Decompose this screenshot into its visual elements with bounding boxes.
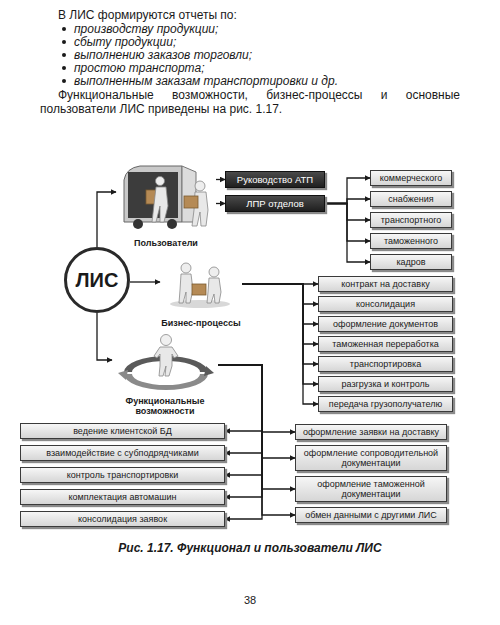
department-box: снабжения (370, 191, 452, 207)
body-text: В ЛИС формируются отчеты по: (58, 8, 478, 22)
node-text: оформление таможенной документации (300, 479, 442, 499)
connector-arrow (218, 365, 262, 431)
connector-arrow (97, 192, 116, 247)
function-picture: Функциональные возможности (112, 330, 218, 416)
page-number: 38 (0, 593, 500, 607)
node-text: Функциональные возможности (112, 396, 218, 416)
connector-arrow (97, 313, 112, 360)
role-box: Руководство АТП (225, 171, 325, 188)
node-text: ЛИС (76, 269, 119, 292)
node-text: консолидация заявок (25, 514, 220, 524)
connector-arrow (242, 284, 318, 404)
node-text: оформление заявки на доставку (300, 427, 442, 437)
node-text: кадров (375, 257, 447, 267)
function-box: консолидация заявок (20, 511, 225, 527)
function-box: контроль транспортировки (20, 467, 225, 483)
department-box: транспортного (370, 212, 452, 228)
body-text: Функциональные возможности, бизнес-проце… (40, 88, 460, 116)
list-item: выполнению заказов торговли; (74, 48, 474, 62)
connector-arrow (242, 284, 318, 384)
list-item: простою транспорта; (74, 61, 474, 75)
list-item: сбыту продукции; (74, 35, 474, 49)
function-box: оформление заявки на доставку (295, 424, 447, 440)
node-text: таможенная переработка (323, 339, 448, 349)
system-circle: ЛИС (64, 247, 130, 313)
connector-arrow (130, 281, 160, 282)
node-text: Бизнес-процессы (161, 318, 240, 328)
figure-caption: Рис. 1.17. Функционал и пользователи ЛИС (0, 541, 500, 555)
function-box: комплектация автомашин (20, 489, 225, 505)
connector-arrow (218, 365, 295, 432)
connector-arrow (242, 284, 318, 344)
connector-arrow (325, 204, 370, 263)
process-box: оформление документов (318, 316, 453, 332)
process-box: транспортировка (318, 356, 453, 372)
node-text: взаимодействие с субподрядчиками (25, 448, 220, 458)
node-text: ведение клиентской БД (25, 426, 220, 436)
connector-arrow (242, 284, 318, 364)
van-illustration (124, 166, 208, 229)
connector-arrow (242, 284, 318, 304)
connector-arrow (216, 203, 225, 204)
connector-arrow (218, 365, 295, 489)
connector-arrow (325, 178, 370, 204)
node-text: комплектация автомашин (25, 492, 220, 502)
function-box: взаимодействие с субподрядчиками (20, 445, 225, 461)
list-item: выполненным заказам транспортировки и др… (74, 74, 474, 88)
role-box: ЛПР отделов (225, 195, 325, 212)
department-box: кадров (370, 254, 452, 270)
node-text: таможенного (375, 236, 447, 246)
bullet-dots (62, 27, 66, 83)
function-box: оформление сопроводительной документации (295, 445, 447, 471)
function-box: ведение клиентской БД (20, 423, 225, 439)
node-text: обмен данными с другими ЛИС (300, 510, 442, 520)
function-illustration (118, 335, 214, 391)
process-box: разгрузка и контроль (318, 376, 453, 392)
connector-arrow (216, 179, 225, 180)
department-box: таможенного (370, 233, 452, 249)
node-text: транспортировка (323, 359, 448, 369)
node-text: оформление сопроводительной документации (300, 448, 442, 468)
node-text: ЛПР отделов (230, 198, 320, 209)
connector-arrow (218, 365, 295, 515)
process-box: контракт на доставку (318, 276, 453, 292)
list-item: производству продукции; (74, 22, 474, 36)
users-picture: Пользователи (116, 160, 216, 248)
node-text: оформление документов (323, 319, 448, 329)
process-box: таможенная переработка (318, 336, 453, 352)
process-box: консолидация (318, 296, 453, 312)
node-text: разгрузка и контроль (323, 379, 448, 389)
node-text: Руководство АТП (230, 174, 320, 185)
connector-arrow (325, 199, 370, 204)
function-box: оформление таможенной документации (295, 476, 447, 502)
function-box: обмен данными с другими ЛИС (295, 507, 447, 523)
connector-arrow (218, 365, 295, 458)
connector-arrow (242, 284, 318, 324)
node-text: контракт на доставку (323, 279, 448, 289)
node-text: контроль транспортировки (25, 470, 220, 480)
process-box: передача грузополучателю (318, 396, 453, 412)
node-text: транспортного (375, 215, 447, 225)
connector-arrow (218, 365, 262, 453)
node-text: снабжения (375, 194, 447, 204)
department-box: коммерческого (370, 170, 452, 186)
node-text: коммерческого (375, 173, 447, 183)
node-text: передача грузополучателю (323, 399, 448, 409)
node-text: Пользователи (134, 238, 198, 248)
process-picture: Бизнес-процессы (160, 258, 242, 328)
process-illustration (170, 263, 230, 308)
node-text: консолидация (323, 299, 448, 309)
